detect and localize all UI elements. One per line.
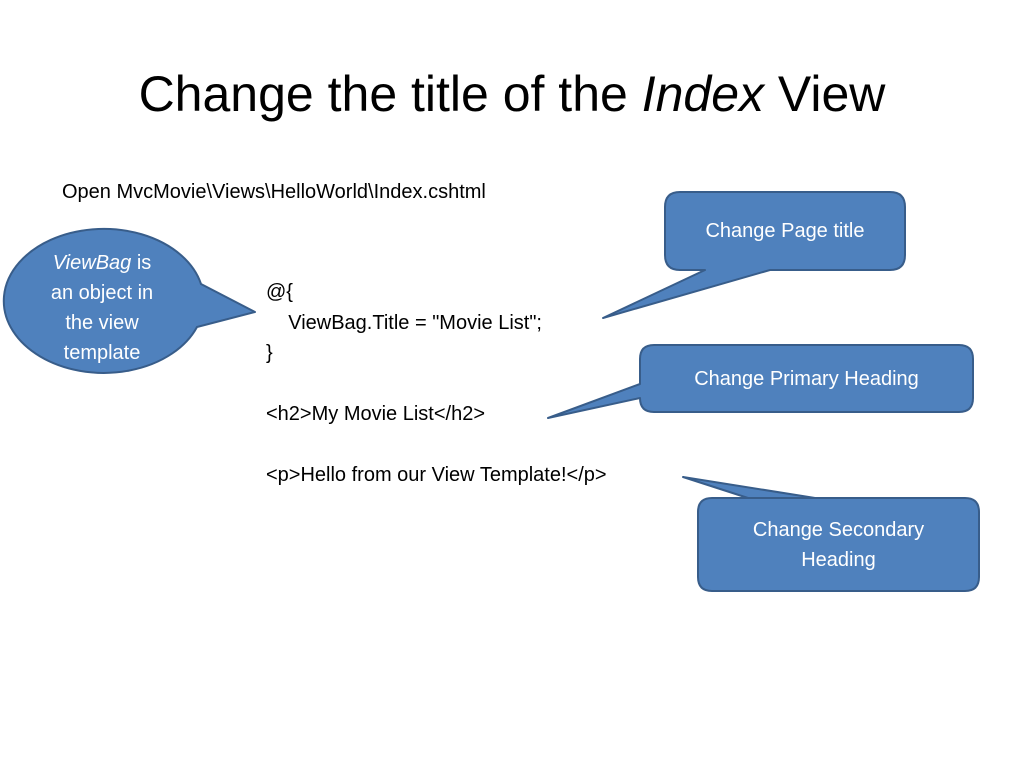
secondary-heading-callout-line2: Heading (801, 549, 876, 571)
viewbag-callout-line2: an object in (50, 282, 154, 304)
primary-heading-callout-shape (547, 344, 974, 419)
viewbag-callout-line3: the view (65, 312, 139, 334)
title-text-start: Change the title of the (138, 66, 642, 122)
page-title-callout-shape (602, 191, 906, 319)
viewbag-callout: ViewBag is an object in the view template (20, 248, 184, 368)
code-line-close-brace: } (266, 342, 273, 364)
viewbag-callout-line1-rest: is (131, 252, 152, 274)
code-line-open-brace: @{ (266, 281, 293, 303)
code-line-h2: <h2>My Movie List</h2> (266, 403, 486, 425)
instruction-text: Open MvcMovie\Views\HelloWorld\Index.csh… (62, 181, 486, 203)
viewbag-callout-emphasis: ViewBag (52, 252, 132, 274)
code-line-paragraph: <p>Hello from our View Template!</p> (266, 464, 607, 486)
slide-title: Change the title of the Index View (0, 62, 1024, 126)
title-text-emphasis: Index (641, 66, 765, 122)
secondary-heading-callout-shape (682, 476, 980, 592)
primary-heading-callout: Change Primary Heading (694, 368, 919, 390)
viewbag-callout-line4: template (63, 342, 141, 364)
page-title-callout: Change Page title (705, 220, 865, 242)
secondary-heading-callout-line1: Change Secondary (752, 519, 925, 541)
code-line-viewbag-title: ViewBag.Title = "Movie List"; (266, 312, 542, 334)
title-text-end: View (764, 66, 886, 122)
viewbag-callout-shape (2, 227, 256, 374)
